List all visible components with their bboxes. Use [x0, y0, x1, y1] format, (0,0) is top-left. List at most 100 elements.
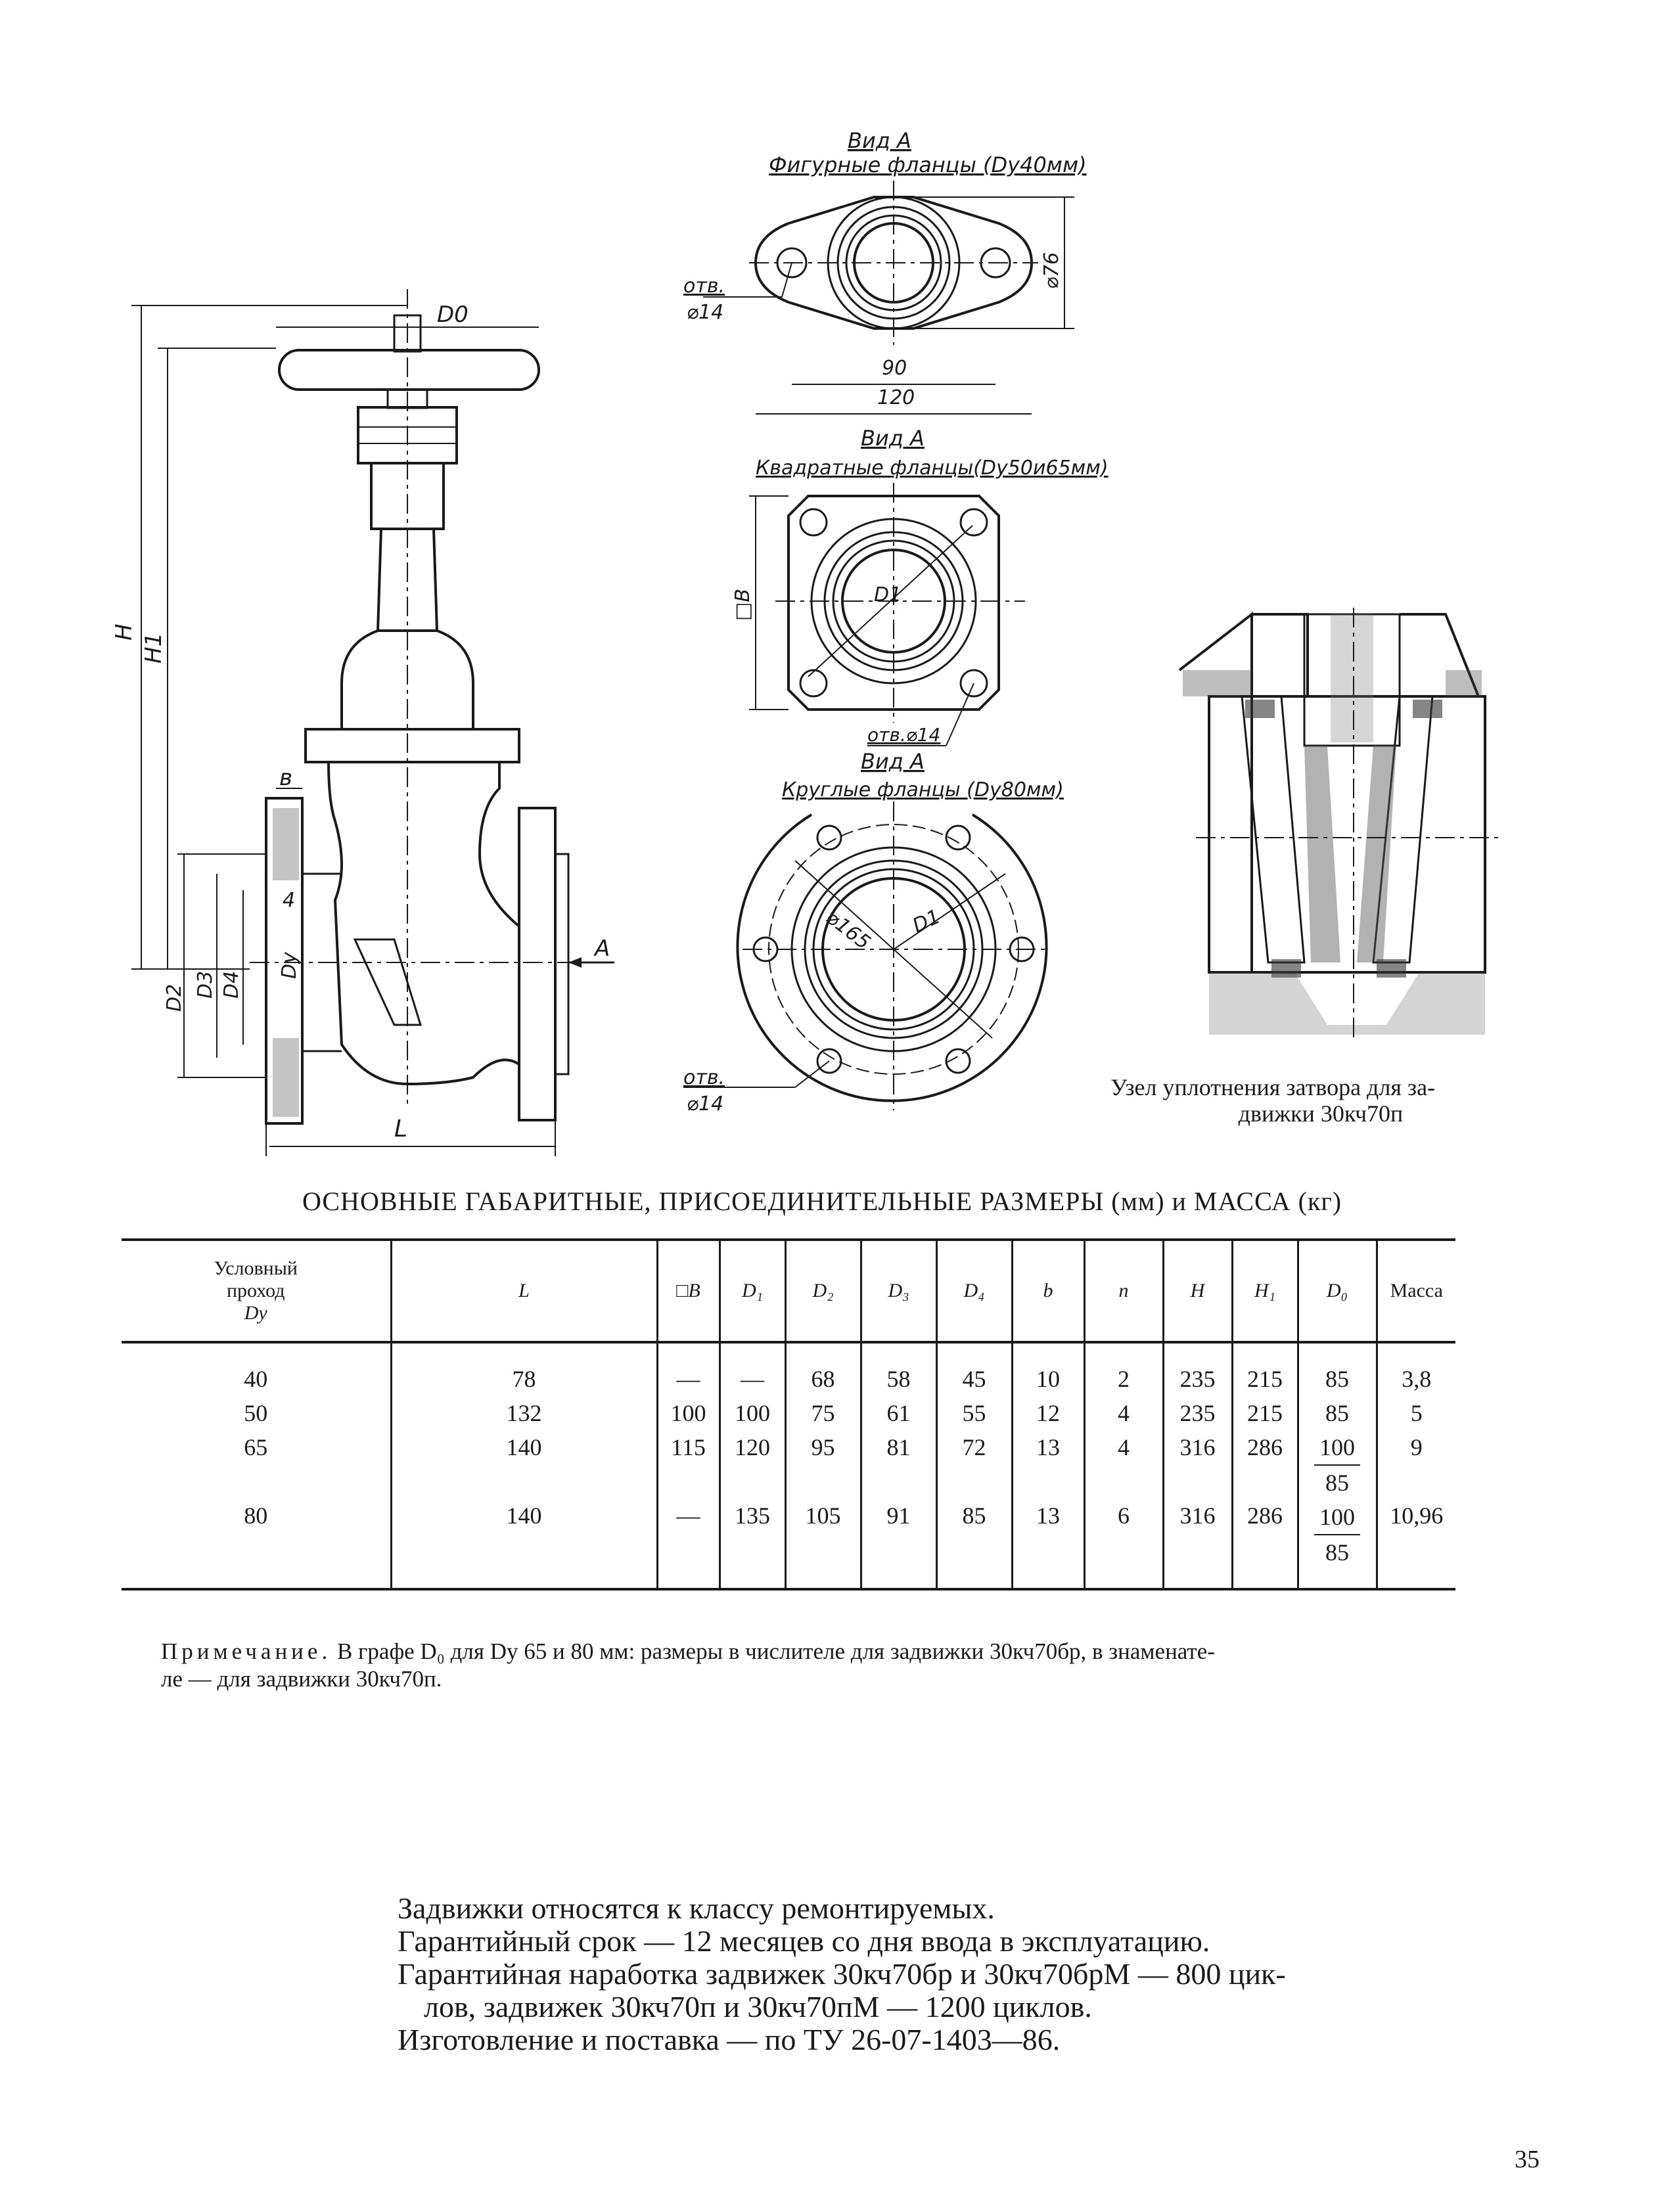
header-H: H	[1162, 1240, 1232, 1342]
header-dy-line-1: Условный	[214, 1257, 298, 1279]
header-b: b	[1011, 1240, 1084, 1342]
table-cell-D1: 120	[735, 1434, 770, 1460]
table-cell-spacer	[1164, 1464, 1231, 1499]
label-Dy: Dу	[278, 951, 301, 979]
label-D2: D2	[163, 984, 186, 1012]
hole-label-1: отв.	[683, 275, 725, 298]
dim-90: 90	[882, 357, 907, 380]
view-a-label-2: Вид А	[861, 426, 925, 451]
dim-76: ⌀76	[1040, 252, 1063, 289]
table-cell-spacer	[1086, 1533, 1162, 1567]
table-cell-D0: 100	[1314, 1500, 1360, 1535]
table-col-L: 78 132 140 140	[390, 1342, 657, 1589]
table-cell-mass: 5	[1410, 1400, 1423, 1426]
table-cell-D1: 100	[735, 1400, 770, 1426]
table-cell-B: —	[676, 1366, 700, 1392]
table-cell-D4: 72	[962, 1434, 986, 1460]
header-n: n	[1083, 1240, 1163, 1342]
technical-drawing: D0 H H1 в 4 D2 D3 D4 Dу L А Вид А Фигурн…	[111, 128, 1498, 1156]
table-cell-n: 6	[1118, 1502, 1130, 1529]
note-text: В графе D₀ для Dу 65 и 80 мм: размеры в …	[331, 1638, 1215, 1664]
seal-unit-caption: Узел уплотнения затвора для за- движки 3…	[1110, 1074, 1531, 1127]
table-cell-spacer	[787, 1464, 860, 1499]
header-dy-line-2: проход	[226, 1280, 285, 1301]
table-cell-spacer	[658, 1464, 719, 1499]
dimensions-table: Условный проход Dу L □B D₁ D₂ D₃ D₄ b n …	[122, 1238, 1455, 1591]
caption-line-2: движки 30кч70п	[1238, 1100, 1404, 1127]
table-cell-mass: 3,8	[1402, 1366, 1432, 1392]
table-cell-spacer	[862, 1464, 936, 1499]
table-cell-D1: —	[741, 1366, 764, 1392]
table-cell-dy: 65	[244, 1434, 268, 1460]
table-cell-H1: 286	[1247, 1502, 1283, 1529]
header-D4: D₄	[935, 1240, 1012, 1342]
table-cell-spacer	[938, 1533, 1011, 1567]
label-b: в	[279, 765, 292, 791]
notes-line-5: Изготовление и поставка — по ТУ 26-07-14…	[398, 2023, 1061, 2056]
table-cell-b: 13	[1036, 1502, 1060, 1529]
table-cell-D1: 135	[735, 1502, 770, 1529]
table-cell-spacer	[1233, 1533, 1297, 1567]
table-cell-n: 4	[1118, 1434, 1130, 1460]
table-cell-D3: 58	[886, 1366, 911, 1392]
table-cell-H: 316	[1179, 1502, 1216, 1529]
table-cell-spacer	[122, 1464, 390, 1499]
view-a-label-3: Вид А	[861, 749, 925, 774]
table-cell-H1: 215	[1247, 1400, 1283, 1426]
table-cell-B: —	[676, 1502, 700, 1529]
table-cell-L: 132	[506, 1400, 542, 1426]
header-dy-line-3: Dу	[244, 1302, 267, 1324]
table-cell-spacer	[1086, 1464, 1162, 1499]
header-mass: Масса	[1375, 1240, 1455, 1342]
table-cell-D2: 105	[805, 1502, 841, 1529]
table-cell-D0: 85	[1325, 1366, 1349, 1392]
table-title: ОСНОВНЫЕ ГАБАРИТНЫЕ, ПРИСОЕДИНИТЕЛЬНЫЕ Р…	[302, 1186, 1342, 1216]
table-cell-H1: 215	[1247, 1366, 1283, 1392]
table-cell-spacer	[392, 1533, 656, 1567]
table-note: Примечание. В графе D₀ для Dу 65 и 80 мм…	[161, 1638, 1528, 1693]
table-cell-B: 100	[670, 1400, 706, 1426]
dim-120: 120	[877, 386, 915, 409]
table-cell-spacer	[1378, 1533, 1456, 1567]
view-a-square-title: Квадратные фланцы(Dу50и65мм)	[756, 457, 1109, 480]
table-col-B: — 100 115 —	[656, 1342, 720, 1589]
table-cell-L: 140	[506, 1434, 542, 1460]
table-cell-D0-denominator: 85	[1325, 1539, 1349, 1566]
table-cell-H1: 286	[1247, 1434, 1283, 1460]
table-cell-D0-denominator: 85	[1325, 1470, 1349, 1496]
view-a-round-title: Круглые фланцы (Dу80мм)	[782, 779, 1064, 801]
table-cell-L: 78	[512, 1366, 536, 1392]
table-cell-L: 140	[506, 1502, 542, 1529]
table-cell-spacer	[658, 1533, 719, 1567]
view-a-shaped-flange: Вид А Фигурные фланцы (Dу40мм) отв. ⌀14 …	[683, 128, 1087, 415]
header-D1: D₁	[718, 1240, 785, 1342]
table-cell-D4: 85	[962, 1502, 986, 1529]
label-A: А	[593, 936, 610, 962]
dim-D1-square: D1	[874, 583, 902, 606]
dim-165: ⌀165	[821, 906, 875, 955]
valve-side-view: D0 H H1 в 4 D2 D3 D4 Dу L А	[111, 289, 614, 1156]
table-col-D1: — 100 120 135	[718, 1342, 785, 1589]
table-cell-D2: 95	[811, 1434, 835, 1460]
table-cell-spacer	[1378, 1464, 1456, 1499]
table-cell-D3: 91	[886, 1502, 911, 1529]
header-B: □B	[656, 1240, 720, 1342]
table-cell-spacer	[721, 1533, 785, 1567]
table-cell-B: 115	[671, 1434, 706, 1460]
note-label: Примечание.	[161, 1638, 332, 1664]
hole-label-round: отв.	[683, 1066, 725, 1089]
table-cell-b: 10	[1036, 1366, 1060, 1392]
left-flange	[265, 797, 304, 1125]
table-cell-D3: 61	[886, 1400, 911, 1426]
header-dy: Условный проход Dу	[122, 1240, 391, 1342]
hole-diam-1: ⌀14	[687, 301, 723, 324]
table-header-row: Условный проход Dу L □B D₁ D₂ D₃ D₄ b n …	[122, 1240, 1455, 1342]
handwheel	[278, 349, 540, 391]
table-cell-D3: 81	[886, 1434, 911, 1460]
